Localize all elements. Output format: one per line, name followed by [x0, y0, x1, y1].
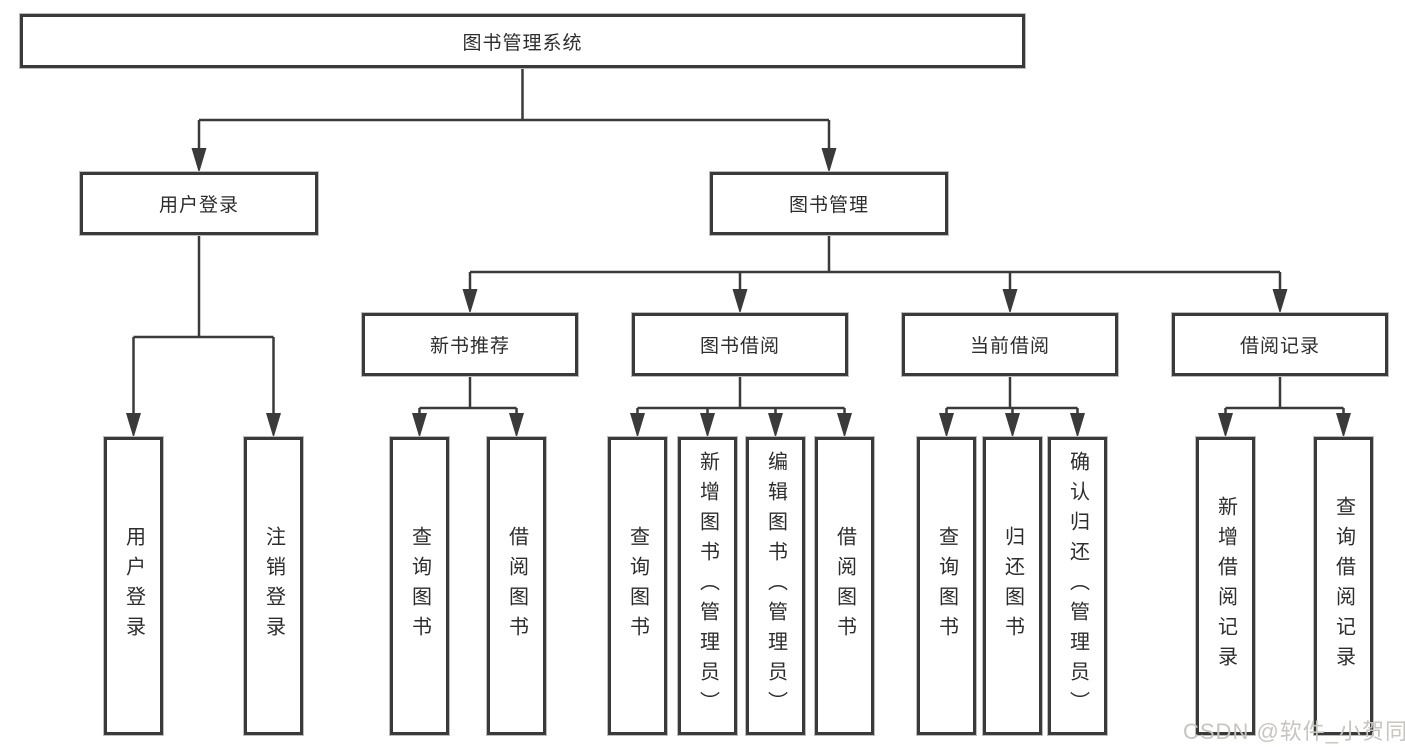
csdn-watermark: CSDN @软件_小贺同学 [1183, 719, 1405, 744]
arrow-down-icon [1002, 289, 1018, 314]
arrow-down-icon [732, 289, 748, 314]
node-label: 图书管理 [788, 195, 869, 216]
connector-new-book-rec-to-leaves [412, 376, 524, 438]
node-new-book-rec: 新书推荐 [362, 313, 578, 376]
node-user-login: 用户登录 [80, 172, 318, 235]
arrow-down-icon [939, 413, 954, 438]
leaf-label: 借阅图书 [505, 526, 528, 646]
leaf-label: 编辑图书（管理员） [764, 451, 787, 721]
leaf-br-query-record: 查询借阅记录 [1314, 437, 1373, 735]
leaf-bb-query-book: 查询图书 [608, 437, 667, 735]
arrow-down-icon [768, 413, 783, 438]
arrow-down-icon [191, 148, 207, 173]
connector-current-borrow-to-leaves [939, 376, 1085, 438]
leaf-label: 用户登录 [122, 526, 145, 646]
node-label: 图书借阅 [699, 336, 780, 357]
connector-book-borrow-to-leaves [630, 376, 852, 438]
leaf-cb-confirm-return-admin: 确认归还（管理员） [1048, 437, 1107, 735]
leaf-user-login: 用户登录 [104, 437, 163, 735]
node-current-borrow: 当前借阅 [902, 313, 1118, 376]
arrow-down-icon [462, 289, 478, 314]
leaf-label: 新增图书（管理员） [696, 451, 719, 721]
arrow-down-icon [509, 413, 524, 438]
node-book-mgmt: 图书管理 [710, 172, 948, 235]
leaf-label: 查询图书 [935, 526, 958, 646]
leaf-label: 查询图书 [626, 526, 649, 646]
node-library-system: 图书管理系统 [20, 14, 1025, 68]
arrow-down-icon [821, 148, 837, 173]
leaf-rec-query-book: 查询图书 [390, 437, 449, 735]
leaf-logout: 注销登录 [244, 437, 303, 735]
arrow-down-icon [412, 413, 427, 438]
node-label: 借阅记录 [1239, 336, 1320, 357]
arrow-down-icon [266, 413, 281, 438]
leaf-label: 新增借阅记录 [1214, 496, 1237, 676]
node-label: 用户登录 [158, 195, 239, 216]
arrow-down-icon [837, 413, 852, 438]
leaf-label: 借阅图书 [833, 526, 856, 646]
connector-root-to-level2 [191, 68, 837, 173]
node-book-borrow: 图书借阅 [632, 313, 848, 376]
node-label: 新书推荐 [429, 336, 510, 357]
leaf-cb-query-book: 查询图书 [917, 437, 976, 735]
leaf-label: 查询图书 [408, 526, 431, 646]
leaf-label: 归还图书 [1001, 526, 1024, 646]
arrow-down-icon [1218, 413, 1233, 438]
node-label: 图书管理系统 [462, 32, 583, 54]
connector-book-mgmt-to-level3 [462, 235, 1288, 314]
arrow-down-icon [1336, 413, 1351, 438]
leaf-label: 注销登录 [262, 526, 285, 646]
arrow-down-icon [700, 413, 715, 438]
arrow-down-icon [1005, 413, 1020, 438]
leaf-bb-borrow-book: 借阅图书 [815, 437, 874, 735]
leaf-br-add-record: 新增借阅记录 [1196, 437, 1255, 735]
arrow-down-icon [126, 413, 141, 438]
leaf-label: 查询借阅记录 [1332, 496, 1355, 676]
node-label: 当前借阅 [969, 336, 1050, 357]
arrow-down-icon [630, 413, 645, 438]
connector-user-login-to-leaves [126, 235, 281, 438]
arrow-down-icon [1272, 289, 1288, 314]
leaf-rec-borrow-book: 借阅图书 [487, 437, 546, 735]
connector-borrow-records-to-leaves [1218, 376, 1351, 438]
node-borrow-records: 借阅记录 [1172, 313, 1388, 376]
arrow-down-icon [1070, 413, 1085, 438]
leaf-bb-edit-book-admin: 编辑图书（管理员） [746, 437, 805, 735]
leaf-bb-add-book-admin: 新增图书（管理员） [678, 437, 737, 735]
leaf-cb-return-book: 归还图书 [983, 437, 1042, 735]
leaf-label: 确认归还（管理员） [1066, 451, 1089, 721]
